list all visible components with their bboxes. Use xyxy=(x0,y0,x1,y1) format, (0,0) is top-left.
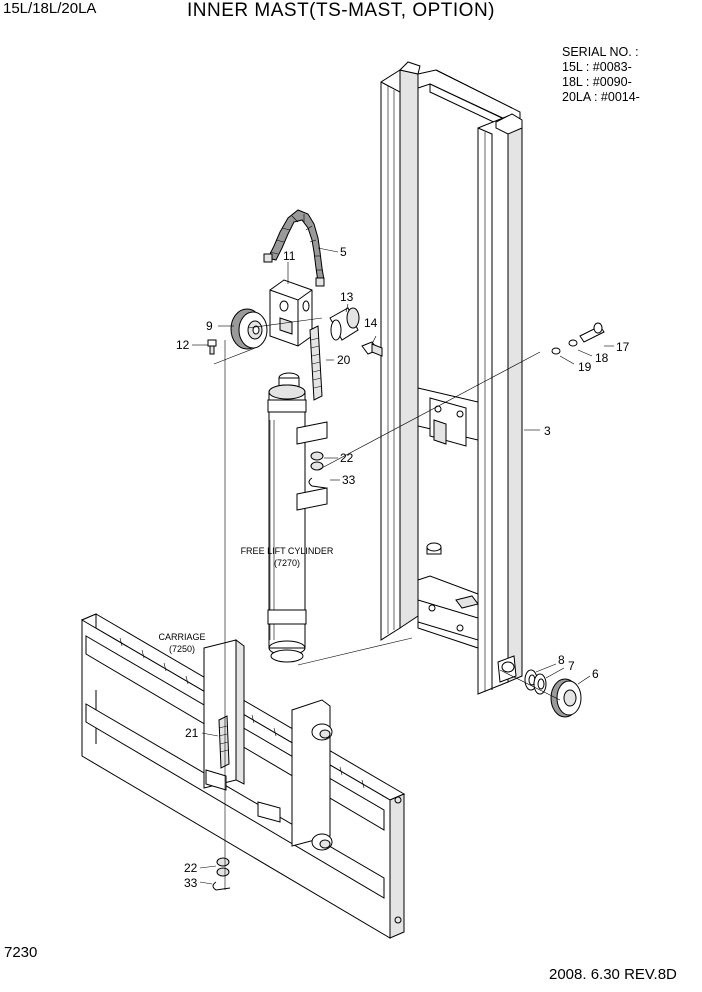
chain-adjuster-rod xyxy=(309,325,323,401)
bushing-13 xyxy=(329,307,360,341)
part-label: 33 xyxy=(342,473,356,487)
nut-22-upper xyxy=(310,451,324,471)
part-label: 8 xyxy=(558,653,565,667)
carriage-callout: CARRIAGE xyxy=(158,632,205,642)
part-label: 14 xyxy=(364,316,378,330)
part-label: 11 xyxy=(283,249,296,263)
part-label: 21 xyxy=(185,726,199,740)
serial-line: 15L : #0083- xyxy=(562,60,632,74)
cylinder-callout: FREE LIFT CYLINDER xyxy=(241,546,334,556)
page-number: 7230 xyxy=(4,944,38,961)
part-label: 18 xyxy=(595,351,609,365)
carriage-assembly xyxy=(80,613,406,939)
bolt-14 xyxy=(361,341,383,357)
sheave-wheel xyxy=(230,308,268,350)
part-label: 7 xyxy=(568,659,575,673)
part-label: 22 xyxy=(340,451,354,465)
part-label: 13 xyxy=(340,290,354,304)
part-label: 19 xyxy=(578,360,592,374)
cotter-pin-33-upper xyxy=(308,477,327,489)
serial-number-block: SERIAL NO. : 15L : #0083- 18L : #0090- 2… xyxy=(562,45,640,105)
roller-bearing-6 xyxy=(550,678,582,718)
part-label: 6 xyxy=(592,667,599,681)
part-number-labels: 3 5 6 7 8 9 11 12 13 14 17 18 19 20 21 2… xyxy=(176,245,630,890)
cylinder-ref: (7270) xyxy=(274,558,300,568)
washer-18 xyxy=(568,339,578,347)
part-label: 3 xyxy=(544,424,551,438)
part-label: 5 xyxy=(340,245,347,259)
carriage-ref: (7250) xyxy=(169,644,195,654)
free-lift-cylinder xyxy=(267,372,328,663)
model-code: 15L/18L/20LA xyxy=(3,0,97,17)
part-label: 33 xyxy=(184,876,198,890)
bolt-17 xyxy=(579,322,605,343)
lift-chain xyxy=(263,209,325,287)
serial-line: 20LA : #0014- xyxy=(562,90,640,104)
part-label: 12 xyxy=(176,338,190,352)
chain-anchor-block xyxy=(269,279,313,347)
shim-7 xyxy=(533,673,547,695)
part-label: 9 xyxy=(206,319,213,333)
serial-line: 18L : #0090- xyxy=(562,75,632,89)
bolt-12 xyxy=(207,339,217,355)
date-revision: 2008. 6.30 REV.8D xyxy=(549,966,677,983)
washer-19 xyxy=(551,347,561,355)
serial-heading: SERIAL NO. : xyxy=(562,45,639,59)
page-title: INNER MAST(TS-MAST, OPTION) xyxy=(187,0,495,21)
inner-mast xyxy=(380,61,523,695)
part-label: 20 xyxy=(337,353,351,367)
nut-22-lower xyxy=(216,857,230,877)
cotter-pin-33-lower xyxy=(212,881,231,891)
part-label: 17 xyxy=(616,340,630,354)
assembly-callouts: FREE LIFT CYLINDER (7270) CARRIAGE (7250… xyxy=(158,546,333,654)
part-label: 22 xyxy=(184,861,198,875)
leader-lines xyxy=(192,247,614,890)
